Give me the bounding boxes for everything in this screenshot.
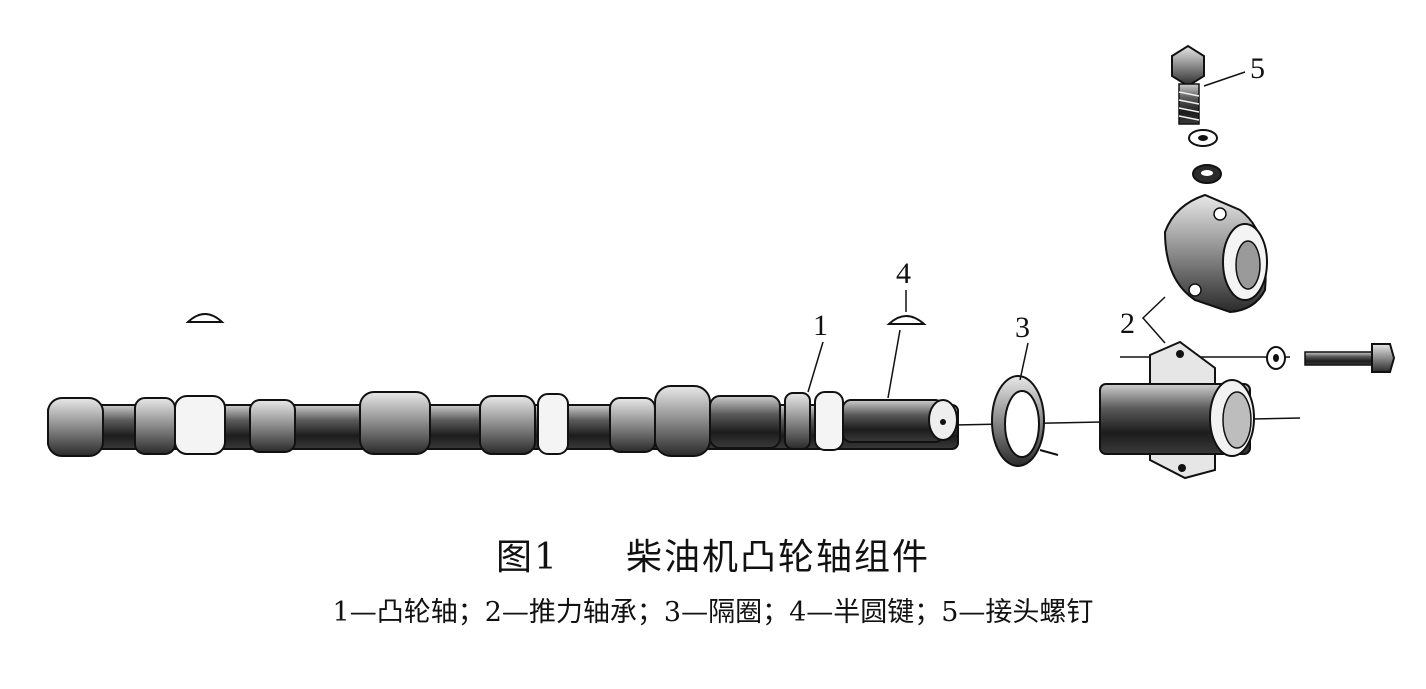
callout-3: 3: [1015, 311, 1030, 344]
bolt-washer-upper: [1188, 129, 1218, 147]
callout-leader-5: [1203, 71, 1246, 87]
flange-bolt: [1304, 343, 1396, 373]
half-round-key-part: [886, 315, 927, 325]
figure-title: 图1 柴油机凸轮轴组件: [495, 537, 931, 578]
spacer-ring: [991, 375, 1059, 467]
callout-1: 1: [813, 309, 828, 342]
connector-bolt: [1171, 44, 1205, 125]
thrust-bearing-housing: [1099, 340, 1255, 480]
half-round-key: [185, 313, 225, 323]
callout-leader-2: [1141, 296, 1166, 344]
callout-4: 4: [896, 257, 911, 290]
bolt-washer-lower: [1192, 164, 1222, 184]
callout-leader-1: [807, 341, 824, 393]
camshaft: [47, 385, 959, 457]
bearing-cap: [1163, 193, 1268, 314]
side-washer: [1266, 346, 1286, 370]
callout-2: 2: [1120, 307, 1135, 340]
figure-legend: 1—凸轮轴；2—推力轴承；3—隔圈；4—半圆键；5—接头螺钉: [332, 597, 1094, 628]
callout-leader-3: [1019, 342, 1029, 381]
callout-5: 5: [1250, 52, 1265, 85]
key-guide-line: [887, 329, 901, 399]
